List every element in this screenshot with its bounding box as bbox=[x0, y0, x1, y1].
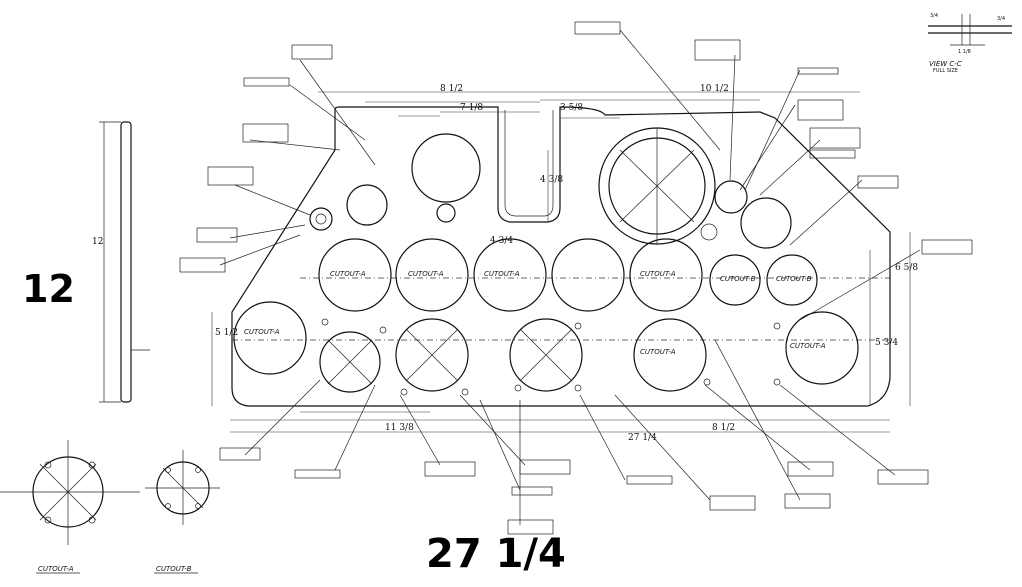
svg-text:11 3/8: 11 3/8 bbox=[385, 423, 414, 433]
leader-lines bbox=[219, 29, 921, 525]
svg-text:4 3/8: 4 3/8 bbox=[540, 175, 563, 185]
drill-notes bbox=[179, 21, 973, 535]
svg-text:5 3/4: 5 3/4 bbox=[875, 338, 898, 348]
svg-text:7 1/8: 7 1/8 bbox=[460, 103, 483, 113]
svg-text:6 5/8: 6 5/8 bbox=[895, 263, 918, 273]
svg-text:CUTOUT-A: CUTOUT-A bbox=[640, 348, 676, 356]
side-edge-view: 12 bbox=[92, 121, 150, 403]
view-subtitle: FULL SIZE bbox=[933, 68, 958, 74]
svg-text:10 1/2: 10 1/2 bbox=[700, 84, 729, 94]
cutout-b-label: CUTOUT-B bbox=[156, 565, 192, 573]
svg-text:8 1/2: 8 1/2 bbox=[712, 423, 735, 433]
svg-text:CUTOUT-A: CUTOUT-A bbox=[790, 342, 826, 350]
panel-outline bbox=[231, 106, 891, 407]
svg-text:12: 12 bbox=[92, 237, 103, 247]
cutout-details: CUTOUT-A CUTOUT-B bbox=[0, 440, 220, 574]
svg-text:3/4: 3/4 bbox=[997, 16, 1005, 22]
svg-text:CUTOUT-A: CUTOUT-A bbox=[244, 328, 280, 336]
svg-text:3/4: 3/4 bbox=[930, 13, 938, 19]
svg-text:4 3/4: 4 3/4 bbox=[490, 236, 513, 246]
svg-text:CUTOUT-A: CUTOUT-A bbox=[484, 270, 520, 278]
svg-text:5 1/2: 5 1/2 bbox=[215, 328, 238, 338]
svg-text:CUTOUT-B: CUTOUT-B bbox=[720, 275, 756, 283]
svg-text:3 5/8: 3 5/8 bbox=[560, 103, 583, 113]
gauge-cutouts-top bbox=[309, 127, 792, 249]
svg-text:CUTOUT-A: CUTOUT-A bbox=[408, 270, 444, 278]
view-title: VIEW C-C bbox=[929, 60, 962, 68]
view-cc-detail: 3/4 3/4 1 1/8 VIEW C-C FULL SIZE bbox=[928, 13, 1012, 74]
gauge-cutouts-middle: CUTOUT-A CUTOUT-A CUTOUT-A CUTOUT-A CUTO… bbox=[318, 238, 818, 312]
gauge-cutouts-bottom: CUTOUT-A CUTOUT-A CUTOUT-A bbox=[233, 301, 859, 396]
height-label: 12 bbox=[22, 267, 75, 311]
svg-text:CUTOUT-A: CUTOUT-A bbox=[330, 270, 366, 278]
svg-text:27 1/4: 27 1/4 bbox=[628, 433, 657, 443]
width-label: 27 1/4 bbox=[426, 531, 566, 577]
svg-text:8 1/2: 8 1/2 bbox=[440, 84, 463, 94]
svg-text:CUTOUT-A: CUTOUT-A bbox=[640, 270, 676, 278]
svg-text:1 1/8: 1 1/8 bbox=[958, 49, 971, 55]
cutout-a-label: CUTOUT-A bbox=[38, 565, 74, 573]
svg-text:CUTOUT-B: CUTOUT-B bbox=[776, 275, 812, 283]
dimension-lines: 8 1/2 10 1/2 7 1/8 3 5/8 27 1/4 11 3/8 8… bbox=[211, 84, 918, 443]
